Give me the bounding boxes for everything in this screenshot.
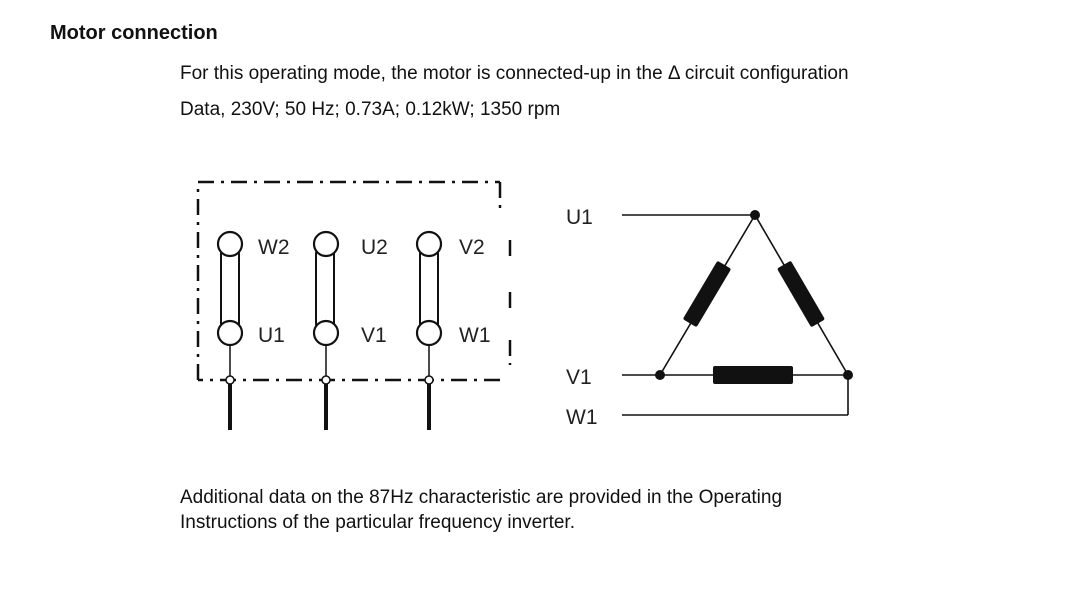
terminal-label-w2: W2 <box>258 236 290 259</box>
delta-label-v1: V1 <box>566 366 592 389</box>
terminal-bottom-2 <box>312 319 340 347</box>
terminal-bridge-3 <box>419 244 439 334</box>
terminal-label-w1: W1 <box>459 324 491 347</box>
section-heading: Motor connection <box>50 22 218 44</box>
footer-line-1: Additional data on the 87Hz characterist… <box>180 487 783 508</box>
delta-diagram: U1 V1 W1 <box>566 206 853 429</box>
terminal-label-u2: U2 <box>361 236 388 259</box>
terminal-top-3 <box>415 230 443 258</box>
winding-left <box>683 261 731 327</box>
terminal-block-diagram: W2 U2 V2 U1 V1 W1 <box>196 180 512 430</box>
footer-note: Additional data on the 87Hz characterist… <box>180 485 782 535</box>
footer-line-2: Instructions of the particular frequency… <box>180 512 575 533</box>
terminal-label-v2: V2 <box>459 236 485 259</box>
terminal-label-v1: V1 <box>361 324 387 347</box>
intro-line-config: For this operating mode, the motor is co… <box>180 63 849 84</box>
terminal-top-1 <box>216 230 244 258</box>
terminal-bottom-1 <box>216 319 244 347</box>
terminal-top-2 <box>312 230 340 258</box>
delta-label-w1: W1 <box>566 406 598 429</box>
winding-right <box>777 261 825 327</box>
terminal-bottom-3 <box>415 319 443 347</box>
terminal-bridge-1 <box>220 244 240 334</box>
terminal-label-u1: U1 <box>258 324 285 347</box>
winding-bottom <box>713 366 793 384</box>
terminal-bridge-2 <box>315 244 335 334</box>
terminal-box-outline <box>196 180 512 382</box>
delta-label-u1: U1 <box>566 206 593 229</box>
intro-line-data: Data, 230V; 50 Hz; 0.73A; 0.12kW; 1350 r… <box>180 99 561 120</box>
